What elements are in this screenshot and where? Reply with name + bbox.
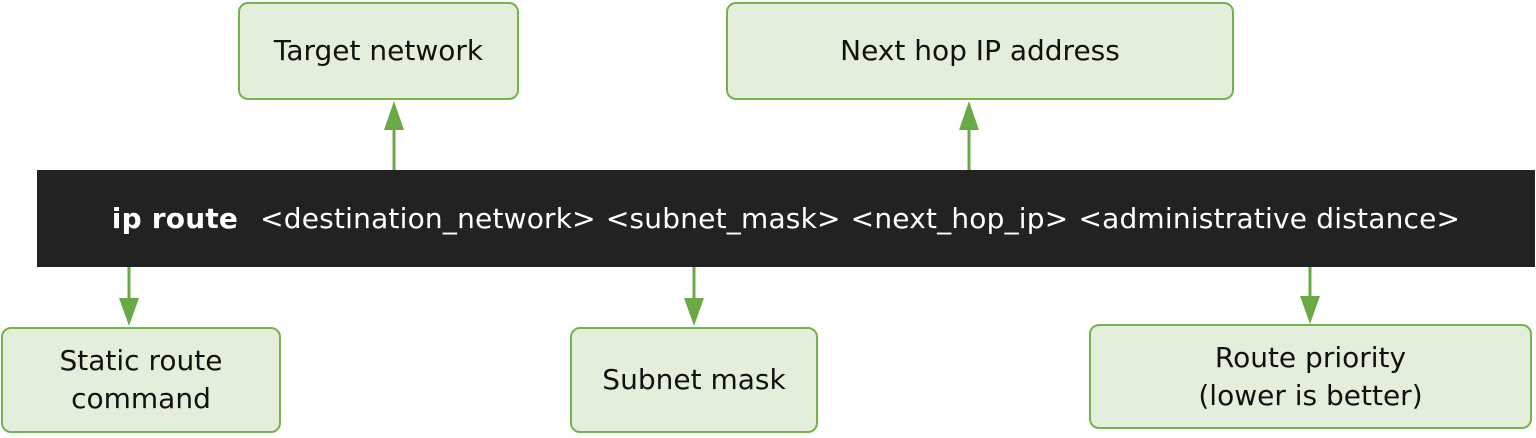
arrowhead-target-network (384, 101, 404, 130)
command-arg-destination: <destination_network> (260, 202, 596, 235)
command-arg-admin-distance: <administrative distance> (1078, 202, 1461, 235)
arrowhead-route-priority (1300, 296, 1320, 324)
next-hop-box: Next hop IP address (726, 2, 1234, 100)
command-arg-next-hop: <next_hop_ip> (850, 202, 1069, 235)
route-priority-label: Route priority (lower is better) (1198, 340, 1423, 412)
arrowhead-next-hop (959, 101, 979, 130)
target-network-label: Target network (273, 34, 484, 67)
command-arg-subnet-mask: <subnet_mask> (605, 202, 841, 235)
static-route-label: Static route command (59, 344, 223, 415)
arrowhead-static-route (119, 298, 139, 326)
route-priority-box: Route priority (lower is better) (1089, 324, 1532, 429)
static-route-box: Static route command (1, 327, 281, 433)
command-bar: ip route <destination_network> <subnet_m… (37, 170, 1535, 267)
command-keyword: ip route (111, 202, 239, 235)
next-hop-label: Next hop IP address (840, 34, 1120, 67)
target-network-box: Target network (238, 2, 519, 100)
arrowhead-subnet-mask (684, 298, 704, 326)
subnet-mask-label: Subnet mask (602, 363, 786, 396)
subnet-mask-box: Subnet mask (570, 327, 818, 433)
